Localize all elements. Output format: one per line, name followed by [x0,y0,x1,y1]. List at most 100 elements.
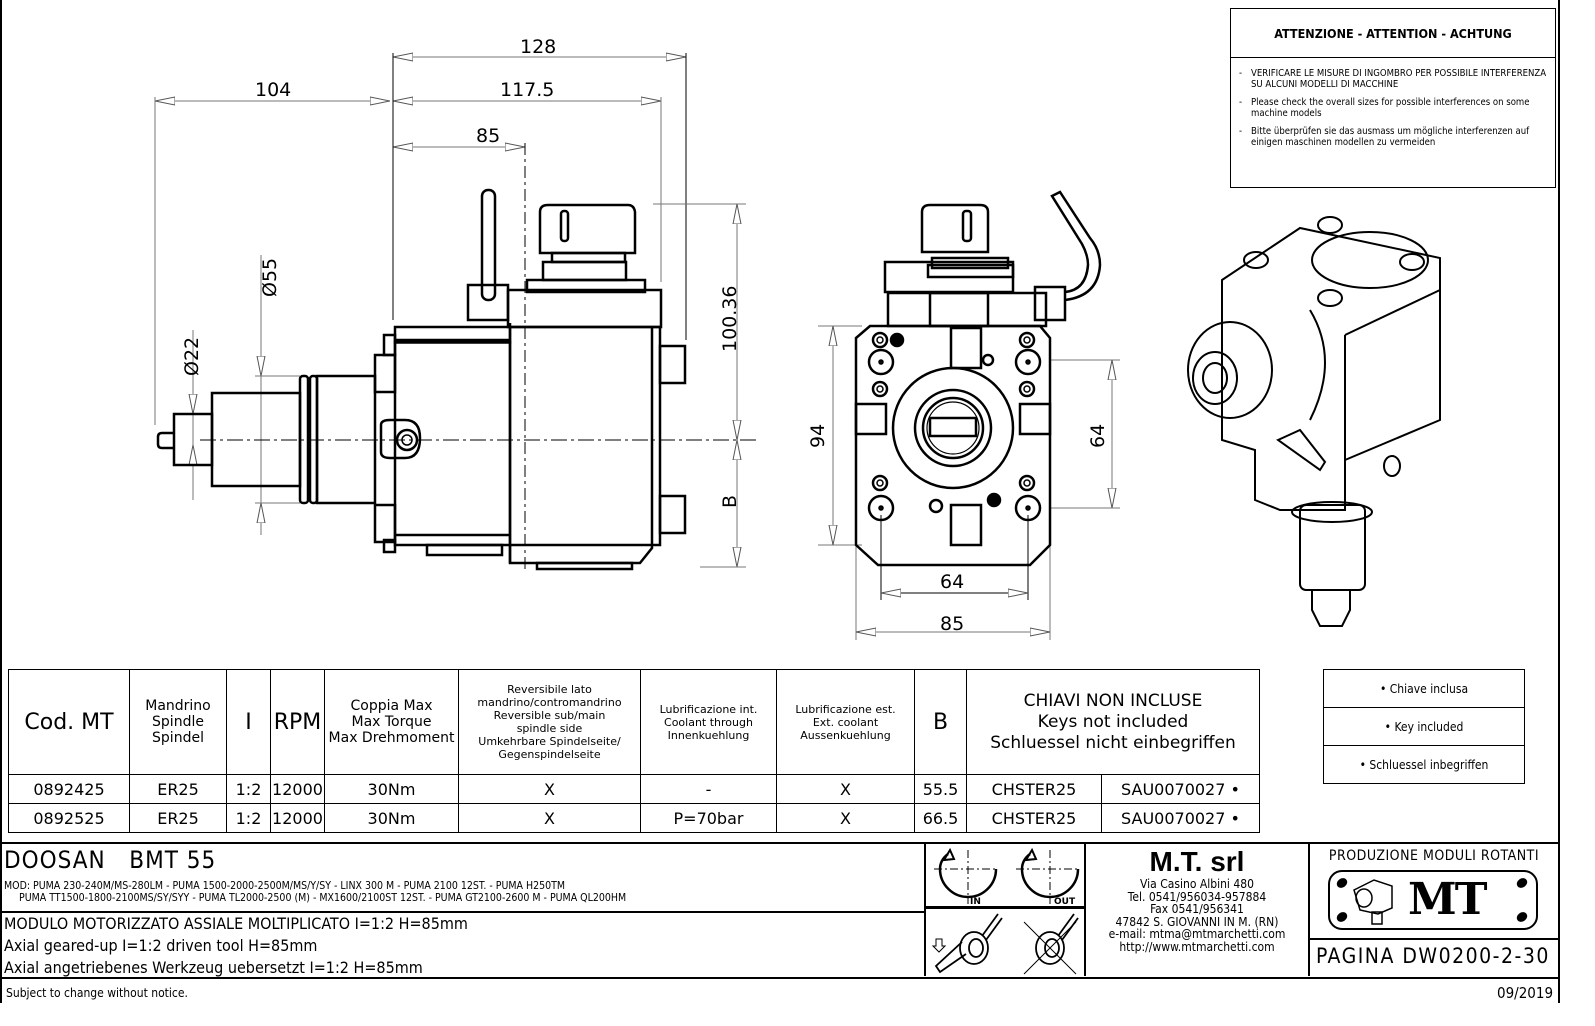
logo-heading: PRODUZIONE MODULI ROTANTI [1328,848,1540,864]
machine-title: DOOSAN BMT 55 [4,846,217,874]
dim-64-horizontal: 64 [940,571,964,593]
side-view [154,53,760,571]
cell-rpm: 12000 [270,774,325,804]
divider [0,911,924,913]
front-view-dimension-lines [818,325,1120,640]
logo-text: MT [1408,874,1487,925]
dim-85-side: 85 [476,125,500,147]
header-torque-de: Max Drehmoment [328,730,455,746]
header-ratio: I [226,669,271,775]
cell-spindle: ER25 [129,774,227,804]
cell-coolant-int: P=70bar [640,803,777,833]
rotation-in-label: IN [970,897,981,907]
attention-item: -Please check the overall sizes for poss… [1239,97,1549,119]
company-website: http://www.mtmarchetti.com [1119,939,1275,954]
dim-b: B [719,495,741,508]
attention-heading: ATTENZIONE - ATTENTION - ACHTUNG [1231,9,1555,58]
dim-100-36: 100.36 [719,286,741,352]
header-spindle: Mandrino Spindle Spindel [129,669,227,775]
header-spindle-en: Spindle [152,714,204,730]
header-rpm: RPM [270,669,325,775]
logo-block: PRODUZIONE MODULI ROTANTI MT PAGINA DW02… [1310,844,1558,976]
cell-key1: CHSTER25 [966,774,1102,804]
header-keys-en: Keys not included [1037,711,1189,732]
rotation-icons: IN OUT [926,844,1086,976]
header-spindle-it: Mandrino [145,698,211,714]
spec-table-header: Cod. MT Mandrino Spindle Spindel I RPM C… [8,669,1260,775]
header-coolant-int-en: Coolant through [664,715,753,729]
footer-date: 09/2019 [1497,984,1554,1002]
cell-rpm: 12000 [270,803,325,833]
cell-ratio: 1:2 [226,774,271,804]
dim-dia-22: Ø22 [181,337,203,376]
key-legend-de: • Schluessel inbegriffen [1359,757,1489,772]
cell-coolant-ext: X [776,774,915,804]
company-fax: Fax 0541/956341 [1150,902,1244,916]
header-coolant-int: Lubrificazione int. Coolant through Inne… [640,669,777,775]
header-b: B [914,669,967,775]
wrench-wrong-icon [1023,913,1079,975]
key-legend-en: • Key included [1324,708,1524,746]
company-email: e-mail: mtma@mtmarchetti.com [1108,927,1286,941]
key-legend-it: • Chiave inclusa [1324,670,1524,708]
description-de: Axial angetriebenes Werkzeug uebersetzt … [4,958,423,977]
title-block-description: DOOSAN BMT 55 MOD: PUMA 230-240M/MS-280L… [0,844,926,977]
spec-table: Cod. MT Mandrino Spindle Spindel I RPM C… [8,669,1260,833]
dim-94: 94 [807,424,829,448]
cell-reversible: X [458,774,641,804]
attention-item-text: Bitte überprüfen sie das ausmass um mögl… [1251,126,1530,148]
attention-item: -VERIFICARE LE MISURE DI INGOMBRO PER PO… [1239,68,1549,90]
dim-64-vertical: 64 [1087,424,1109,448]
attention-item-text: VERIFICARE LE MISURE DI INGOMBRO PER POS… [1251,68,1547,90]
company-info: M.T. srl Via Casino Albini 480 Tel. 0541… [1086,844,1310,976]
header-coolant-ext: Lubrificazione est. Ext. coolant Aussenk… [776,669,915,775]
rotation-in-icon [934,847,998,904]
cell-key1: CHSTER25 [966,803,1102,833]
dim-128: 128 [520,36,556,58]
cell-coolant-ext: X [776,803,915,833]
front-view [818,190,1120,640]
header-spindle-de: Spindel [152,730,204,746]
header-reversible-line: Reversibile lato [507,683,592,696]
footer-notice: Subject to change without notice. [6,986,188,1000]
dim-dia-55: Ø55 [259,258,281,297]
header-coolant-int-it: Lubrificazione int. [659,702,758,716]
header-torque: Coppia Max Max Torque Max Drehmoment [324,669,459,775]
description-en: Axial geared-up I=1:2 driven tool H=85mm [4,936,318,955]
rotation-out-icon [1016,847,1080,904]
attention-item-text: Please check the overall sizes for possi… [1251,97,1530,119]
key-legend: • Chiave inclusa • Key included • Schlue… [1323,669,1525,784]
cell-b: 66.5 [914,803,967,833]
cell-b: 55.5 [914,774,967,804]
cell-torque: 30Nm [324,774,459,804]
header-torque-it: Coppia Max [350,698,433,714]
mt-logo: MT [1328,870,1538,930]
attention-item: -Bitte überprüfen sie das ausmass um mög… [1239,126,1549,148]
header-coolant-ext-de: Aussenkuehlung [800,728,891,742]
description-it: MODULO MOTORIZZATO ASSIALE MOLTIPLICATO … [4,914,468,933]
header-keys-de: Schluessel nicht einbegriffen [990,732,1236,753]
cell-code: 0892525 [8,803,130,833]
cell-coolant-int: - [640,774,777,804]
company-phone: Tel. 0541/956034-957884 [1127,889,1267,904]
page-number: PAGINA DW0200-2-30 [1316,944,1550,968]
attention-box: ATTENZIONE - ATTENTION - ACHTUNG -VERIFI… [1230,8,1556,188]
header-reversible-line: Reversible sub/main [493,709,606,722]
models-line-2: PUMA TT1500-1800-2100MS/SY/SYY - PUMA TL… [4,892,627,904]
dim-117-5: 117.5 [500,79,554,101]
frame-left-border [0,0,2,1003]
cell-torque: 30Nm [324,803,459,833]
header-code: Cod. MT [8,669,130,775]
isometric-view [1187,216,1441,627]
header-reversible-line: Umkehrbare Spindelseite/ [478,735,621,748]
header-coolant-int-de: Innenkuehlung [667,728,750,742]
title-block: DOOSAN BMT 55 MOD: PUMA 230-240M/MS-280L… [0,842,1560,979]
header-reversible-line: spindle side [516,722,583,735]
rotation-out-label: OUT [1054,897,1076,907]
cell-reversible: X [458,803,641,833]
header-keys: CHIAVI NON INCLUSE Keys not included Sch… [966,669,1260,775]
cell-key2: SAU0070027 • [1101,774,1260,804]
header-coolant-ext-en: Ext. coolant [812,715,879,729]
frame-right-border [1558,0,1560,1003]
divider [1310,938,1558,940]
